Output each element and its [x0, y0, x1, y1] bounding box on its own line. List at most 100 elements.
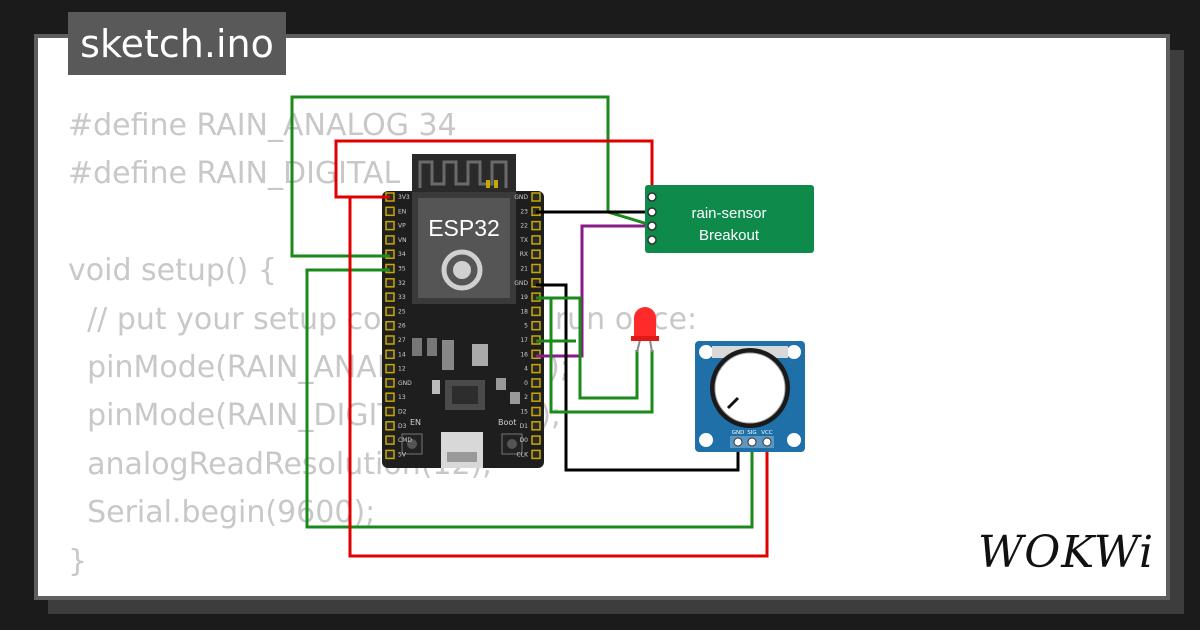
pot-pin-vcc: VCC — [761, 430, 773, 436]
en-button-label: EN — [410, 418, 421, 427]
esp32-pin-right-15[interactable] — [531, 406, 541, 417]
esp32-pin-right-5[interactable] — [531, 320, 541, 331]
esp32-pin-right-16[interactable] — [531, 349, 541, 360]
esp32-pin-label: 18 — [520, 308, 528, 315]
esp32-pin-right-clk[interactable] — [531, 449, 541, 460]
esp32-pin-label: CLK — [517, 451, 530, 458]
esp32-pin-label: 23 — [520, 208, 528, 215]
wire-purple-sensor-digital[interactable] — [536, 224, 652, 358]
esp32-pin-right-0[interactable] — [531, 378, 541, 388]
esp32-pin-label: 5 — [524, 323, 528, 330]
esp32-pin-label: 17 — [520, 337, 528, 344]
esp32-pin-label: 2 — [524, 394, 528, 401]
esp32-pin-right-d0[interactable] — [531, 435, 541, 445]
esp32-pin-left-vn[interactable] — [385, 235, 395, 245]
wires — [290, 95, 769, 558]
esp32-pin-label: RX — [520, 251, 528, 258]
esp32-pin-left-27[interactable] — [385, 335, 395, 345]
esp32-pin-left-en[interactable] — [385, 206, 395, 217]
esp32-pin-left-vp[interactable] — [385, 220, 395, 231]
esp32-pin-right-gnd[interactable] — [531, 192, 541, 202]
esp32-pin-label: TX — [519, 237, 528, 244]
esp32-chip-label: ESP32 — [428, 215, 500, 241]
code-line: } — [68, 543, 88, 579]
rain-sensor-label: rain-sensor — [691, 205, 766, 222]
wire-green-led-anode[interactable] — [536, 296, 639, 400]
esp32-pin-label: 16 — [520, 351, 528, 358]
esp32-pin-left-gnd[interactable] — [385, 378, 395, 388]
pot-pin-gnd: GND — [732, 430, 745, 436]
wire-green-led-cathode[interactable] — [536, 296, 654, 414]
esp32-pin-left-d2[interactable] — [385, 406, 395, 417]
esp32-pin-label: 14 — [398, 351, 406, 358]
esp32-pin-label: 35 — [398, 266, 406, 273]
esp32-pin-right-tx[interactable] — [531, 235, 541, 245]
esp32-pin-label: 3V3 — [398, 194, 410, 201]
esp32-pin-right-2[interactable] — [531, 392, 541, 402]
esp32-pin-label: D3 — [398, 423, 407, 430]
esp32-pin-label: GND — [514, 280, 528, 287]
pot-pin-sig: SIG — [747, 430, 756, 436]
esp32-pin-label: GND — [398, 380, 412, 387]
esp32-pin-label: CMD — [398, 437, 412, 444]
boot-button-label: Boot — [498, 418, 516, 427]
esp32-pin-right-22[interactable] — [531, 220, 541, 231]
esp32-pin-left-34[interactable] — [385, 249, 395, 259]
red-led[interactable] — [631, 307, 659, 353]
esp32-pin-label: 13 — [398, 394, 406, 401]
esp32-pin-left-32[interactable] — [385, 278, 395, 288]
esp32-pin-label: 33 — [398, 294, 406, 301]
esp32-pin-label: 0 — [524, 380, 528, 387]
esp32-pin-label: 34 — [398, 251, 406, 258]
esp32-pin-label: D1 — [520, 423, 529, 430]
esp32-pin-right-d1[interactable] — [531, 421, 541, 431]
esp32-pin-label: VP — [398, 223, 406, 230]
esp32-pin-label: 21 — [520, 266, 528, 273]
esp32-pin-right-21[interactable] — [531, 263, 541, 274]
esp32-pin-right-gnd[interactable] — [531, 278, 541, 288]
code-line: #define RAIN_ANALOG 34 — [68, 108, 457, 143]
esp32-pin-label: VN — [398, 237, 407, 244]
code-line: void setup() { — [68, 253, 277, 289]
esp32-pin-left-d3[interactable] — [385, 421, 395, 431]
code-line: #define RAIN_DIGITAL — [68, 156, 401, 192]
esp32-pin-label: D0 — [520, 437, 529, 444]
wire-red-pot-vcc[interactable] — [348, 195, 769, 558]
esp32-pin-right-4[interactable] — [531, 363, 541, 374]
wokwi-logo: WOKWi — [978, 527, 1155, 578]
esp32-pin-label: 25 — [398, 308, 406, 315]
esp32-pin-left-12[interactable] — [385, 363, 395, 374]
esp32-pin-left-26[interactable] — [385, 320, 395, 331]
esp32-pin-label: GND — [514, 194, 528, 201]
esp32-board[interactable]: ESP32 EN Boot 3V3ENVPVN34353233252627141… — [382, 154, 544, 468]
esp32-pin-left-13[interactable] — [385, 392, 395, 402]
file-tab[interactable]: sketch.ino — [68, 12, 286, 75]
esp32-pin-label: EN — [398, 208, 406, 215]
esp32-pin-label: 4 — [524, 366, 528, 373]
esp32-pin-label: 26 — [398, 323, 406, 330]
wire-black-pot-gnd[interactable] — [536, 283, 740, 472]
wire-green-sensor-analog[interactable] — [290, 95, 652, 258]
esp32-pin-label: 12 — [398, 366, 406, 373]
wire-green-pot-sig[interactable] — [305, 268, 754, 529]
esp32-pin-label: 27 — [398, 337, 406, 344]
esp32-pin-label: 19 — [520, 294, 528, 301]
esp32-pin-left-cmd[interactable] — [385, 435, 395, 445]
code-line: Serial.begin(9600); — [68, 495, 376, 531]
esp32-pin-left-5v[interactable] — [385, 449, 395, 460]
esp32-pin-label: 15 — [520, 409, 528, 416]
rain-sensor-sublabel: Breakout — [699, 227, 760, 244]
esp32-pin-left-33[interactable] — [385, 292, 395, 302]
esp32-pin-right-rx[interactable] — [531, 249, 541, 259]
esp32-pin-label: 22 — [520, 223, 528, 230]
esp32-pin-label: 32 — [398, 280, 406, 287]
esp32-pin-label: D2 — [398, 409, 407, 416]
esp32-pin-left-14[interactable] — [385, 349, 395, 360]
esp32-pin-left-25[interactable] — [385, 306, 395, 317]
esp32-pin-right-18[interactable] — [531, 306, 541, 317]
esp32-pin-label: 5V — [398, 451, 407, 458]
rain-sensor-breakout[interactable]: rain-sensor Breakout — [645, 185, 814, 253]
potentiometer[interactable]: GND SIG VCC — [695, 341, 805, 452]
project-preview-card — [34, 34, 1170, 600]
